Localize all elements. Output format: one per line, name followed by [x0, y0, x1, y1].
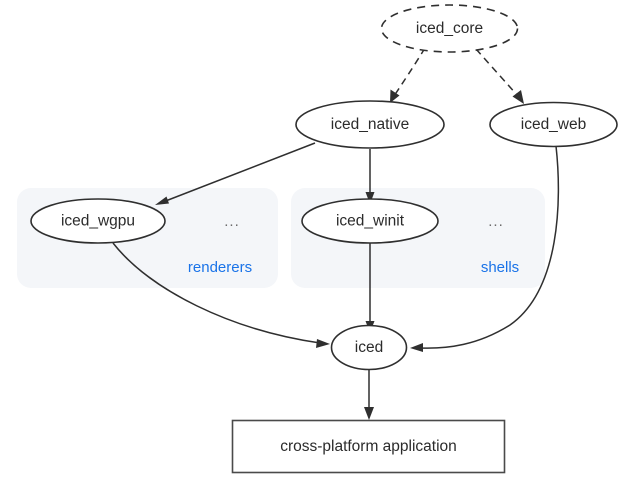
cluster-renderers-ellipsis: ...	[224, 213, 240, 230]
node-iced-native-label: iced_native	[331, 116, 409, 133]
arrow-head	[316, 339, 330, 348]
edge-iced-to-application	[364, 370, 374, 420]
node-iced-web[interactable]: iced_web	[489, 101, 618, 148]
edge-iced-core-to-iced-native	[390, 47, 426, 103]
arrow-head	[364, 407, 374, 420]
cluster-shells-ellipsis: ...	[488, 213, 504, 230]
node-cross-platform-application[interactable]: cross-platform application	[231, 419, 506, 474]
edge-iced-wgpu-to-iced	[112, 242, 330, 348]
node-iced-shape[interactable]	[330, 324, 408, 371]
node-iced-winit[interactable]: iced_winit	[301, 198, 439, 244]
node-application-label: cross-platform application	[280, 438, 457, 455]
arrow-head	[410, 343, 423, 352]
node-iced-core[interactable]: iced_core	[380, 4, 519, 53]
node-iced-winit-shape[interactable]	[301, 198, 439, 244]
arrow-head	[390, 89, 400, 103]
arrow-head	[365, 192, 375, 204]
node-iced-wgpu-shape[interactable]	[30, 198, 166, 244]
edge-path	[475, 48, 520, 98]
node-iced-core-label: iced_core	[416, 20, 483, 37]
arrow-head	[155, 196, 169, 205]
edge-path	[419, 145, 560, 349]
node-iced-native[interactable]: iced_native	[295, 100, 445, 149]
edge-iced-web-to-iced	[410, 145, 560, 352]
node-iced-core-shape[interactable]	[380, 4, 519, 53]
node-iced[interactable]: iced	[330, 324, 408, 371]
edge-iced-core-to-iced-web	[475, 48, 524, 104]
node-iced-web-shape[interactable]	[489, 101, 618, 148]
cluster-renderers-label: renderers	[188, 259, 252, 276]
edge-path	[393, 47, 426, 97]
edge-iced-native-to-iced-wgpu	[155, 142, 316, 205]
node-iced-native-shape[interactable]	[295, 100, 445, 149]
node-iced-winit-label: iced_winit	[336, 213, 405, 230]
node-iced-wgpu-label: iced_wgpu	[61, 213, 135, 230]
cluster-shells-label: shells	[481, 259, 519, 276]
node-iced-web-label: iced_web	[521, 116, 587, 133]
edge-path	[162, 142, 316, 203]
node-application-shape[interactable]	[231, 419, 506, 474]
edge-iced-native-to-iced-winit	[365, 149, 375, 204]
node-iced-wgpu[interactable]: iced_wgpu	[30, 198, 166, 244]
arrow-head	[512, 90, 524, 104]
node-iced-label: iced	[355, 339, 383, 356]
edge-path	[112, 242, 321, 344]
